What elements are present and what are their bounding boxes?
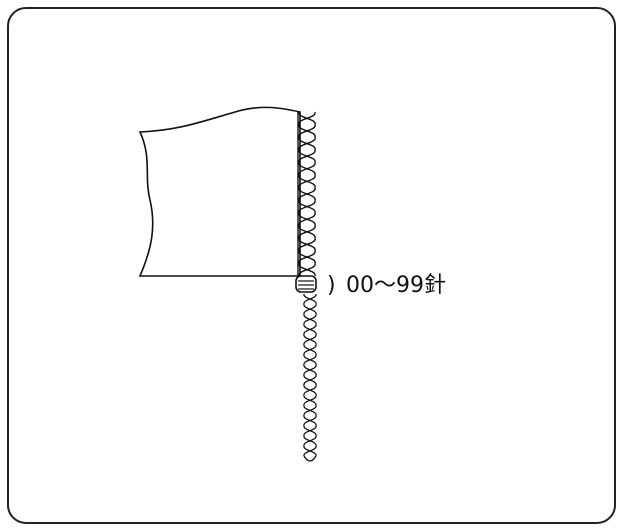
chain-link — [303, 344, 317, 355]
edge-stitch-loop — [298, 124, 316, 138]
chain-link — [303, 435, 317, 446]
chain-link — [303, 405, 317, 416]
edge-stitch-loop — [298, 174, 316, 188]
chain-link — [303, 324, 317, 335]
edge-stitch-loop — [298, 250, 316, 264]
edge-stitch-loop — [298, 111, 316, 125]
chain-link — [303, 445, 317, 457]
chain-link — [303, 395, 317, 406]
edge-stitch-column — [297, 111, 316, 277]
edge-stitch-loop — [298, 212, 316, 226]
chain-link — [303, 364, 317, 376]
edge-stitch-loop — [298, 225, 316, 239]
edge-stitch-loop — [298, 187, 316, 201]
edge-stitch-loop — [298, 200, 316, 214]
chain-link — [303, 385, 317, 396]
chain-link — [303, 354, 317, 365]
chain-link — [303, 425, 317, 436]
thread-knot — [295, 275, 317, 293]
edge-stitch-loop — [298, 237, 316, 251]
chain-link — [303, 314, 317, 325]
edge-stitch-loop — [298, 149, 316, 163]
chain-link — [303, 334, 317, 345]
chain-link — [303, 374, 317, 386]
thread-chain — [303, 293, 317, 462]
chain-link — [303, 304, 317, 315]
diagram-frame — [7, 7, 616, 524]
chain-link — [303, 293, 317, 305]
chain-link — [303, 415, 317, 426]
edge-stitch-loop — [298, 137, 316, 151]
bracket-mark: ) — [327, 273, 336, 298]
edge-stitch-loop — [298, 162, 316, 176]
stitch-count-label: 00～99針 — [346, 273, 446, 298]
chain-tail — [303, 455, 317, 462]
fabric-piece — [138, 106, 301, 277]
edge-stitch-loop — [298, 263, 316, 277]
